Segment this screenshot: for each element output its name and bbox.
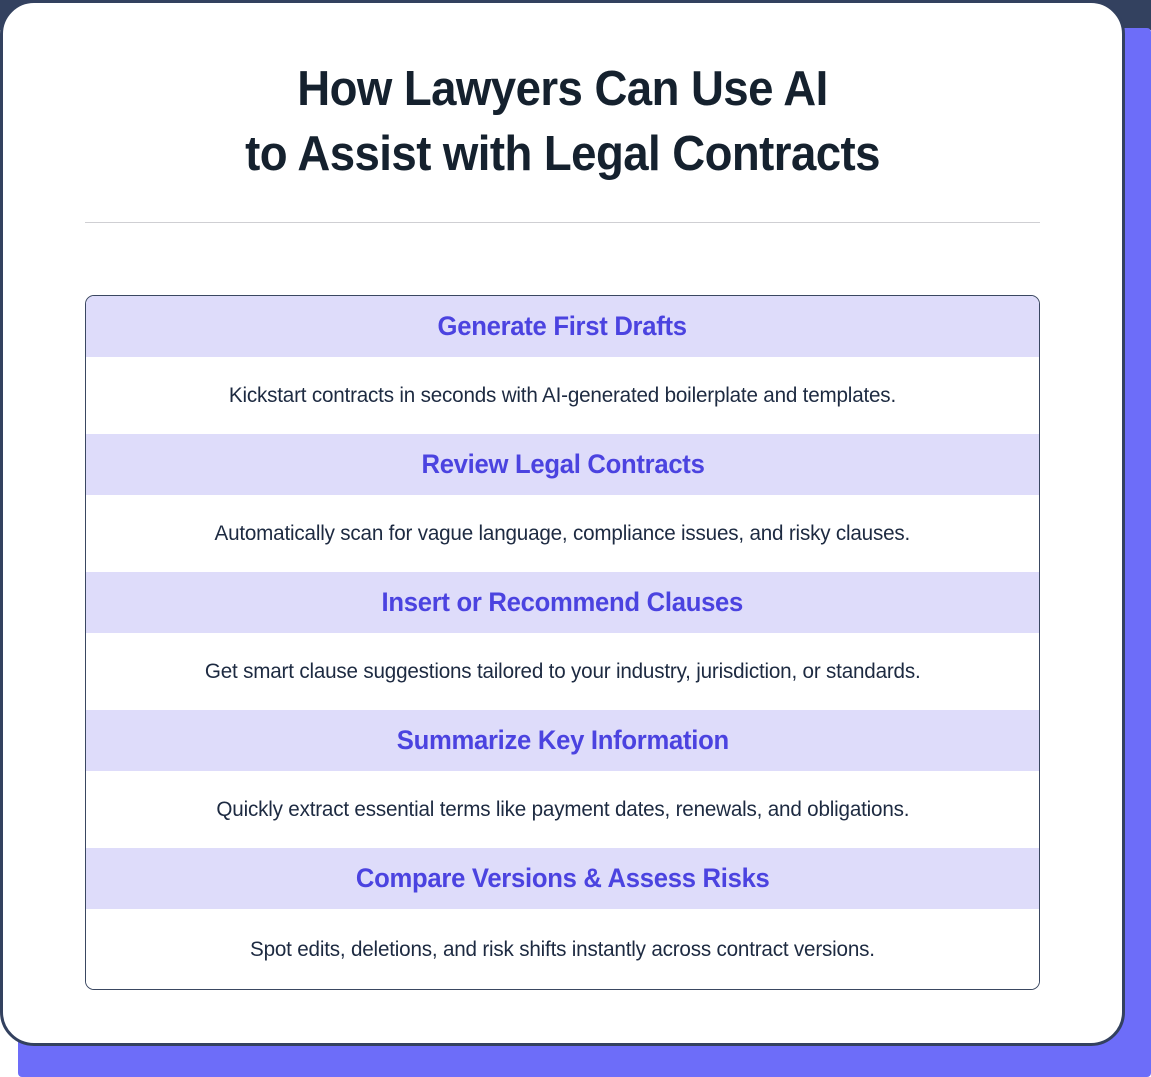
features-table: Generate First Drafts Kickstart contract…: [85, 295, 1040, 991]
feature-heading-label: Summarize Key Information: [396, 725, 729, 756]
feature-description-text: Get smart clause suggestions tailored to…: [204, 659, 921, 684]
page-title-line-1: How Lawyers Can Use AI: [297, 62, 828, 116]
feature-heading-insert-or-recommend-clauses: Insert or Recommend Clauses: [86, 572, 1039, 634]
feature-heading-review-legal-contracts: Review Legal Contracts: [86, 434, 1039, 496]
title-divider: [85, 222, 1040, 224]
feature-heading-label: Generate First Drafts: [437, 311, 688, 342]
table-row: Compare Versions & Assess Risks Spot edi…: [86, 848, 1039, 990]
feature-heading-generate-first-drafts: Generate First Drafts: [86, 296, 1039, 358]
feature-heading-label: Insert or Recommend Clauses: [381, 587, 744, 618]
feature-heading-label: Review Legal Contracts: [420, 449, 705, 480]
page-title: How Lawyers Can Use AI to Assist with Le…: [118, 3, 1006, 186]
feature-description-text: Automatically scan for vague language, c…: [214, 521, 911, 546]
feature-description-text: Quickly extract essential terms like pay…: [216, 797, 909, 822]
feature-description-review-legal-contracts: Automatically scan for vague language, c…: [86, 495, 1039, 573]
feature-description-text: Kickstart contracts in seconds with AI-g…: [228, 383, 897, 408]
feature-description-text: Spot edits, deletions, and risk shifts i…: [250, 936, 875, 961]
table-row: Insert or Recommend Clauses Get smart cl…: [86, 572, 1039, 711]
feature-heading-label: Compare Versions & Assess Risks: [355, 863, 770, 894]
feature-description-compare-versions-assess-risks: Spot edits, deletions, and risk shifts i…: [86, 909, 1039, 990]
table-row: Summarize Key Information Quickly extrac…: [86, 710, 1039, 849]
table-row: Review Legal Contracts Automatically sca…: [86, 434, 1039, 573]
feature-description-generate-first-drafts: Kickstart contracts in seconds with AI-g…: [86, 357, 1039, 435]
page-title-line-2: to Assist with Legal Contracts: [245, 126, 880, 181]
infographic-card: How Lawyers Can Use AI to Assist with Le…: [0, 0, 1125, 1046]
feature-description-summarize-key-information: Quickly extract essential terms like pay…: [86, 771, 1039, 849]
feature-heading-compare-versions-assess-risks: Compare Versions & Assess Risks: [86, 848, 1039, 910]
card-content: How Lawyers Can Use AI to Assist with Le…: [3, 3, 1122, 1043]
table-row: Generate First Drafts Kickstart contract…: [86, 296, 1039, 435]
feature-heading-summarize-key-information: Summarize Key Information: [86, 710, 1039, 772]
feature-description-insert-or-recommend-clauses: Get smart clause suggestions tailored to…: [86, 633, 1039, 711]
